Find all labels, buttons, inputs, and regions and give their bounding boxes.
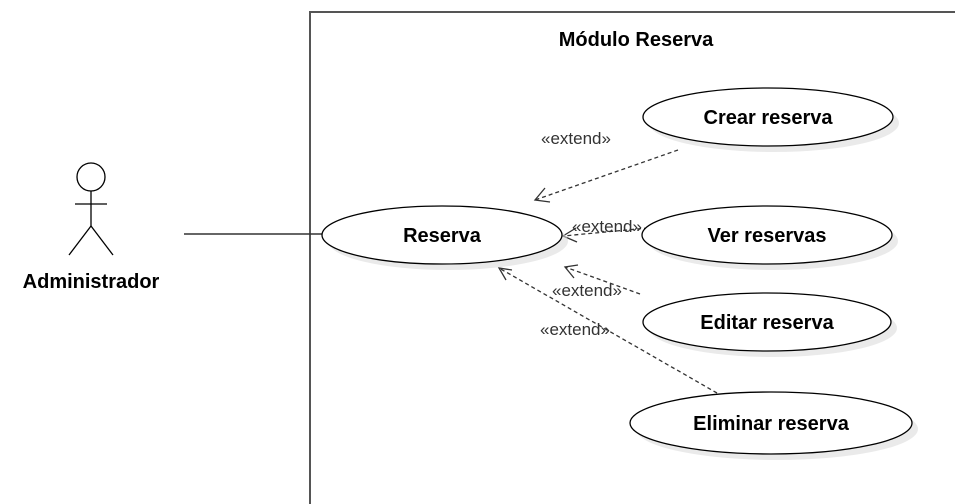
extend-editar bbox=[563, 264, 641, 295]
extend-crear bbox=[533, 149, 679, 203]
system-boundary bbox=[309, 11, 955, 504]
use-case-reserva-label: Reserva bbox=[403, 225, 482, 247]
use-case-ver-reservas: Ver reservas bbox=[641, 205, 898, 270]
use-case-editar-label: Editar reserva bbox=[700, 312, 834, 334]
actor-head bbox=[76, 162, 106, 192]
use-case-eliminar-reserva: Eliminar reserva bbox=[629, 391, 918, 460]
extend-label-editar: «extend» bbox=[552, 281, 622, 300]
use-case-crear-label: Crear reserva bbox=[704, 107, 834, 129]
actor-label: Administrador bbox=[23, 271, 160, 293]
actor-left-leg bbox=[68, 225, 92, 256]
use-case-editar-reserva: Editar reserva bbox=[642, 292, 897, 357]
extend-eliminar bbox=[497, 267, 718, 394]
actor-administrador: Administrador bbox=[23, 162, 160, 293]
actor-right-leg bbox=[90, 225, 114, 256]
use-case-eliminar-label: Eliminar reserva bbox=[693, 413, 850, 435]
use-case-ver-label: Ver reservas bbox=[707, 225, 826, 247]
system-title: Módulo Reserva bbox=[559, 29, 714, 51]
extend-label-crear: «extend» bbox=[541, 129, 611, 148]
extend-label-eliminar: «extend» bbox=[540, 320, 610, 339]
extend-label-ver: «extend» bbox=[572, 217, 642, 236]
use-case-reserva: Reserva bbox=[321, 205, 568, 270]
use-case-crear-reserva: Crear reserva bbox=[642, 87, 899, 152]
